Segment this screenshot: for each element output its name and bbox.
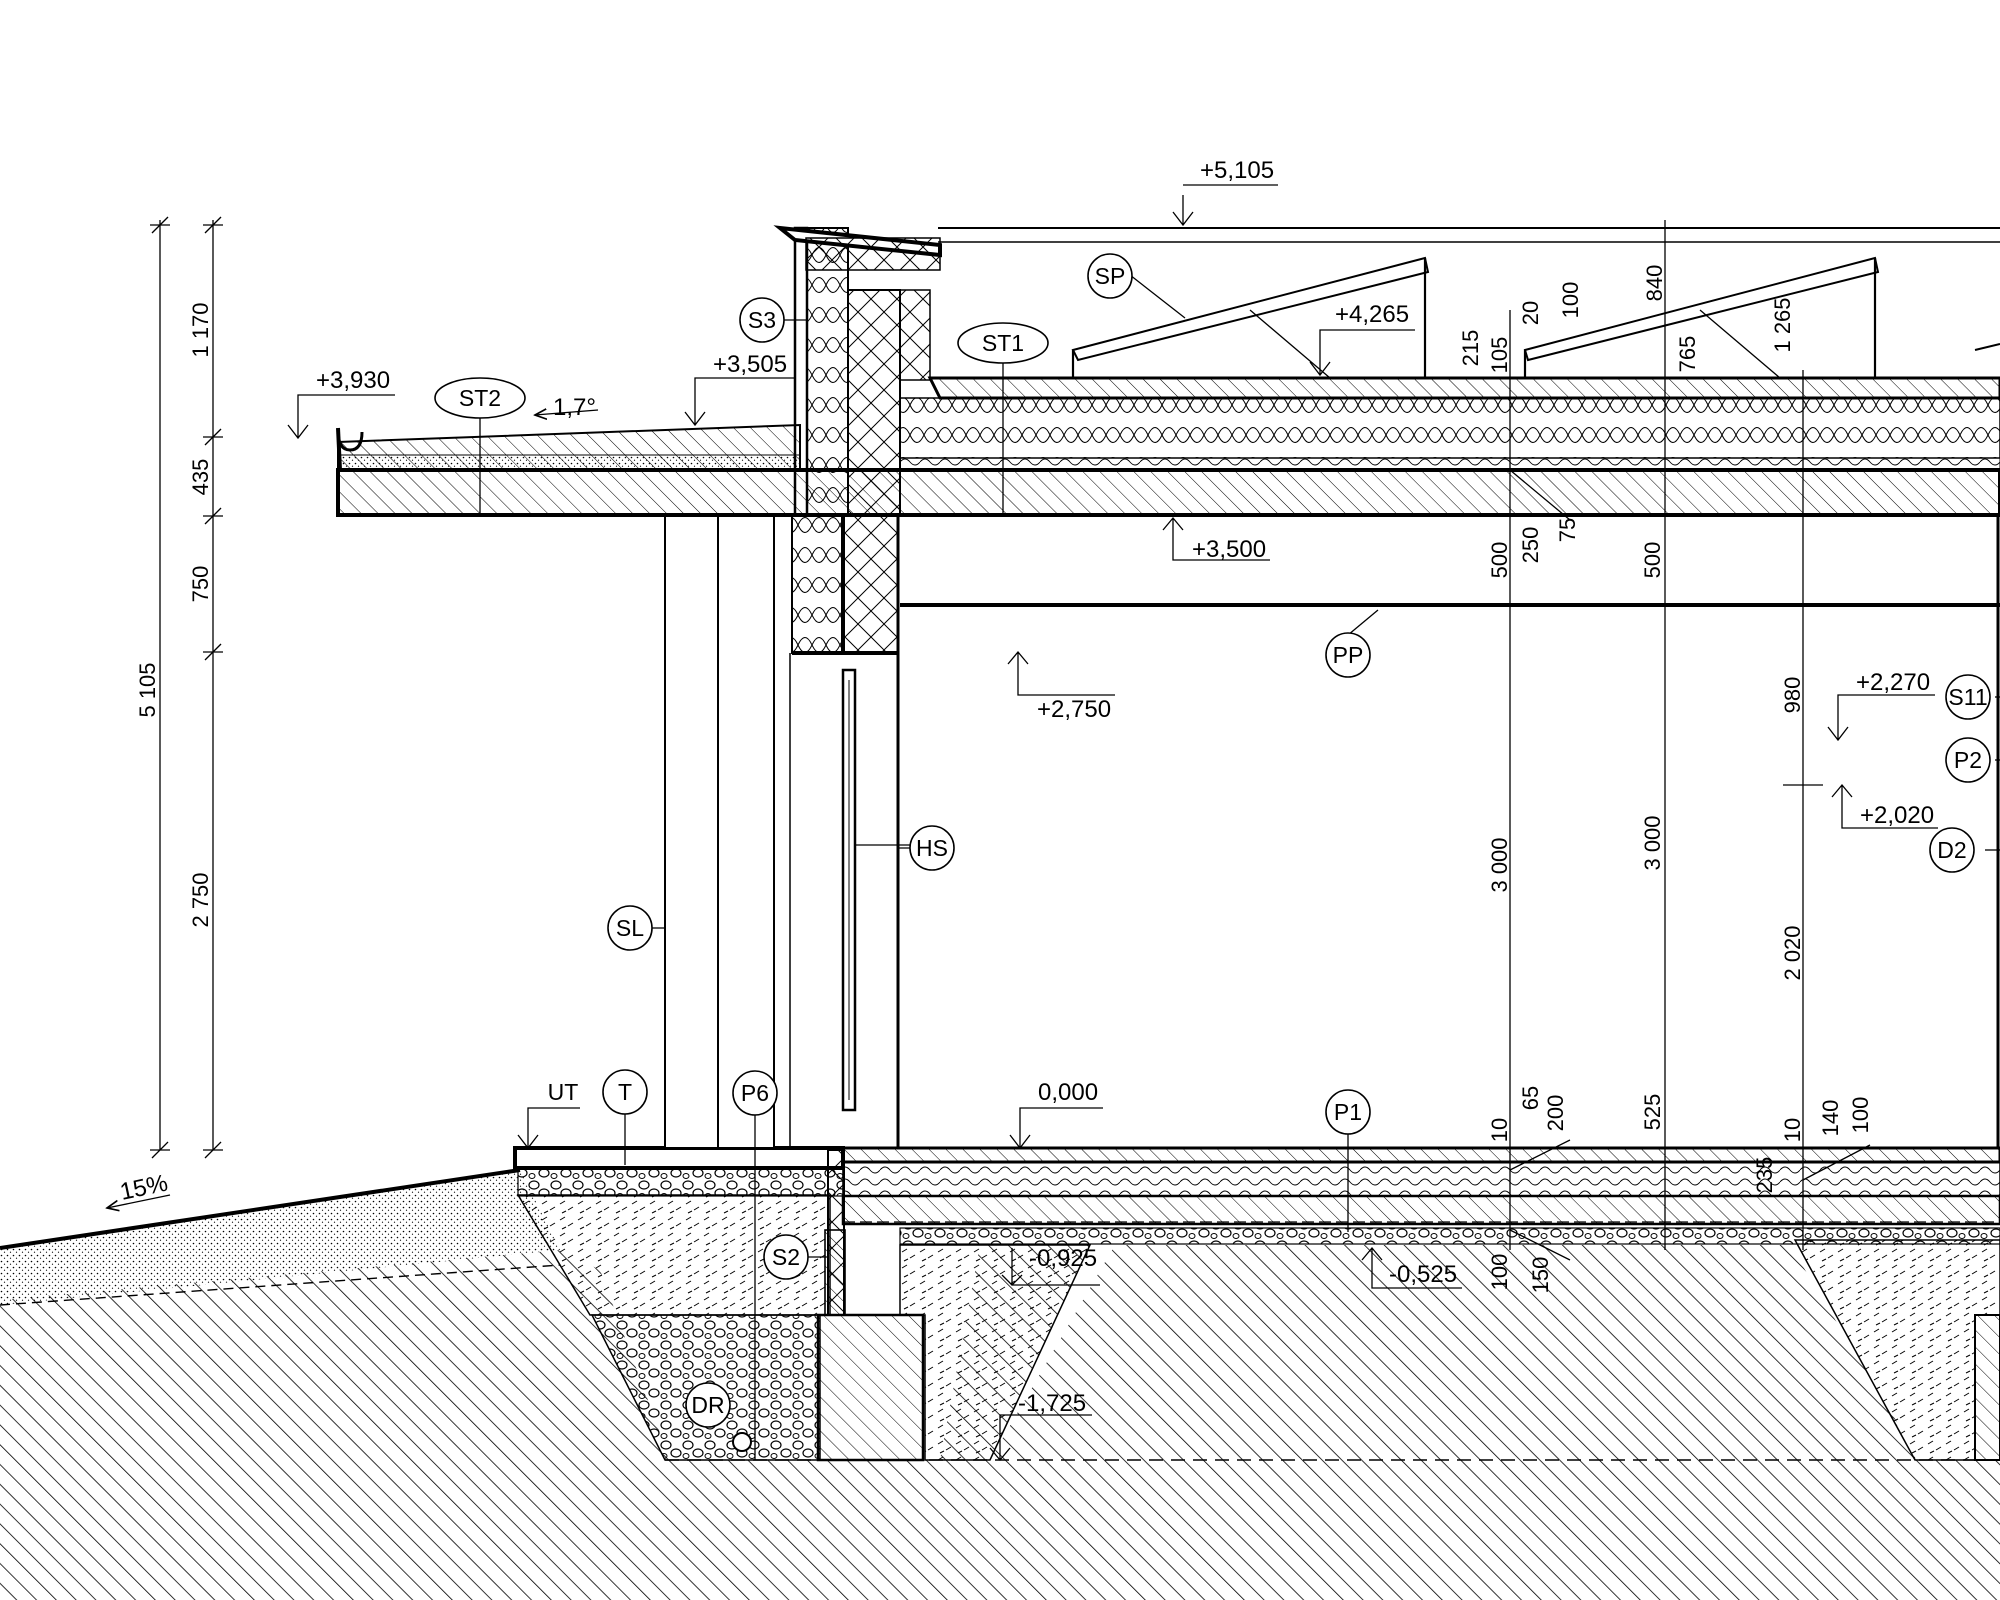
- foundation: [516, 1194, 2000, 1462]
- left-dimension-texts: 5 105 1 170 435 750 2 750: [135, 302, 213, 927]
- elevation-window-head: +2,750: [1037, 696, 1111, 723]
- label-st1: ST1: [982, 330, 1024, 356]
- dim-105: 105: [1487, 337, 1512, 374]
- dim-65: 65: [1518, 1086, 1543, 1110]
- label-ut: UT: [548, 1079, 579, 1105]
- dim-100c: 100: [1487, 1254, 1512, 1291]
- label-s3: S3: [748, 307, 776, 333]
- dim-250: 250: [1518, 527, 1543, 564]
- elevation-top: +5,105: [1200, 157, 1274, 184]
- elevation-markers: [107, 184, 1938, 1462]
- interior-dimension-lines: [1490, 220, 1871, 1261]
- label-t: T: [618, 1079, 632, 1105]
- dim-200: 200: [1543, 1095, 1568, 1132]
- dim-1265: 1 265: [1770, 297, 1795, 352]
- label-p2: P2: [1954, 747, 1982, 773]
- dim-840: 840: [1642, 265, 1667, 302]
- label-s2: S2: [772, 1244, 800, 1270]
- interior-dimension-texts: 215 105 20 100 840 765 1 265 250 75 500 …: [1458, 265, 1873, 1294]
- dim-765: 765: [1675, 336, 1700, 373]
- dim-525: 525: [1640, 1094, 1665, 1131]
- dim-75: 75: [1555, 518, 1580, 542]
- label-st2: ST2: [459, 385, 501, 411]
- dim-1170: 1 170: [188, 302, 213, 357]
- elevation-labels: +5,105 +4,265 +3,930 +3,505 +3,500 +2,75…: [118, 157, 1934, 1417]
- dim-435: 435: [188, 459, 213, 496]
- floor-slab: [513, 1146, 2000, 1316]
- dim-100b: 100: [1848, 1097, 1873, 1134]
- elevation-canopy-edge: +3,930: [316, 367, 390, 394]
- component-labels: SP ST1 ST2 S3 PP HS SL UT T P6 P1 S2 DR …: [459, 263, 1988, 1418]
- elevation-ceiling: +3,500: [1192, 536, 1266, 563]
- roof: [336, 227, 2000, 1148]
- elevation-found-top: -0,525: [1389, 1261, 1457, 1288]
- dim-150: 150: [1528, 1257, 1553, 1294]
- label-dr: DR: [691, 1392, 724, 1418]
- label-leaders: [479, 274, 2000, 1460]
- elevation-door-head: +2,020: [1860, 802, 1934, 829]
- dim-total: 5 105: [135, 662, 160, 717]
- dim-750: 750: [188, 566, 213, 603]
- ground: [0, 1168, 2000, 1600]
- label-hs: HS: [916, 835, 948, 861]
- dim-2020: 2 020: [1780, 925, 1805, 980]
- dim-10a: 10: [1487, 1118, 1512, 1142]
- dim-215: 215: [1458, 330, 1483, 367]
- elevation-found-bottom: -1,725: [1018, 1390, 1086, 1417]
- dim-3000a: 3 000: [1487, 837, 1512, 892]
- elevation-roof-slab: +4,265: [1335, 301, 1409, 328]
- left-dimension-lines: [150, 216, 223, 1159]
- solar-panels: [1071, 256, 2000, 379]
- dim-980: 980: [1780, 677, 1805, 714]
- elevation-door-sill: +2,270: [1856, 669, 1930, 696]
- elevation-floor: 0,000: [1038, 1079, 1098, 1106]
- dim-10b: 10: [1780, 1118, 1805, 1142]
- label-bubbles: [434, 253, 1991, 1428]
- dim-20: 20: [1518, 301, 1543, 325]
- label-d2: D2: [1937, 837, 1966, 863]
- dim-500b: 500: [1640, 542, 1665, 579]
- elevation-canopy-top: +3,505: [713, 351, 787, 378]
- label-s11: S11: [1948, 684, 1987, 710]
- label-pp: PP: [1333, 642, 1364, 668]
- label-p1: P1: [1334, 1099, 1362, 1125]
- terrain-slope: 15%: [118, 1169, 171, 1205]
- dim-500a: 500: [1487, 542, 1512, 579]
- dim-3000b: 3 000: [1640, 815, 1665, 870]
- dim-140: 140: [1818, 1100, 1843, 1137]
- label-p6: P6: [741, 1080, 769, 1106]
- walls: [664, 225, 942, 1149]
- label-sl: SL: [616, 915, 644, 941]
- dim-235: 235: [1752, 1157, 1777, 1194]
- dim-2750: 2 750: [188, 872, 213, 927]
- dim-100a: 100: [1558, 282, 1583, 319]
- elevation-found-mid: -0,925: [1029, 1245, 1097, 1272]
- label-sp: SP: [1095, 263, 1126, 289]
- canopy-slope: 1,7°: [553, 394, 596, 421]
